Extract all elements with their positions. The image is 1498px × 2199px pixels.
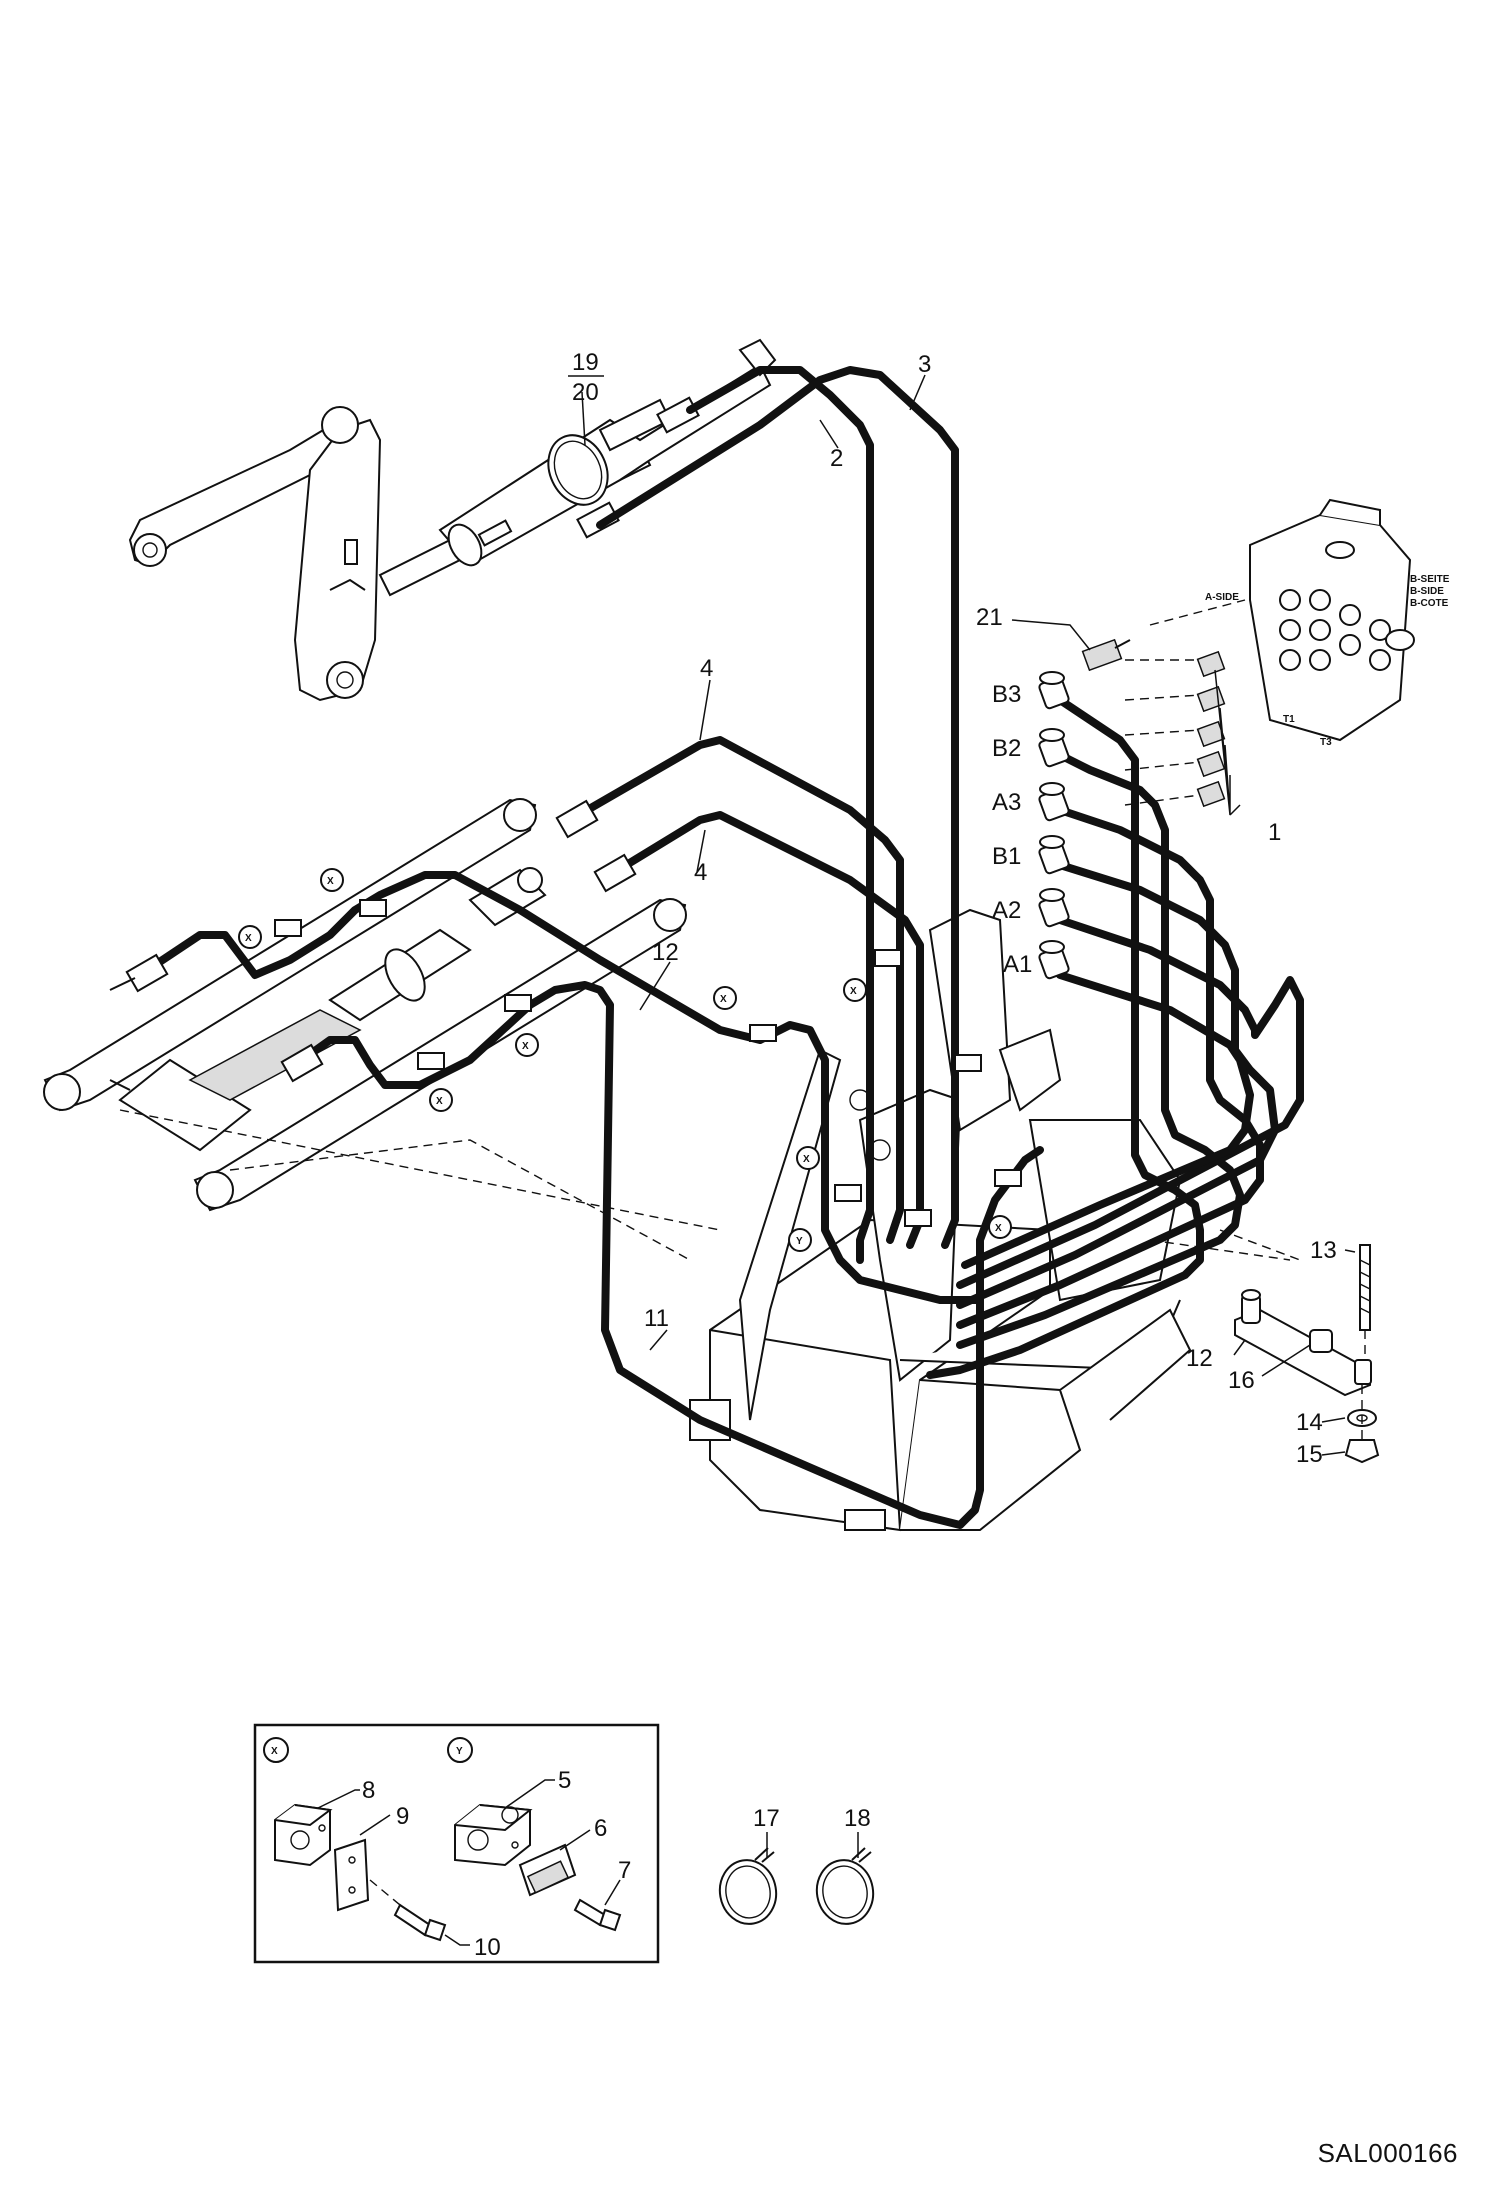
hose-clamps: 17 18 [718, 1805, 875, 1925]
callout-leaders [581, 374, 1356, 1456]
svg-text:Y: Y [456, 1746, 463, 1757]
clamp-x-marker: X [843, 978, 867, 1002]
clamp-y-marker: Y [788, 1228, 812, 1252]
hose-lines [136, 366, 1304, 1529]
svg-text:X: X [271, 1746, 278, 1757]
a-side-label: A-SIDE [1205, 592, 1239, 603]
port-label-a2: A2 [992, 897, 1021, 924]
clamp-detail-inset: X Y 8 [253, 1723, 660, 1964]
callout-4-upper: 4 [700, 655, 713, 682]
clamp-x-marker: X [320, 868, 344, 892]
callout-12-upper: 12 [652, 939, 679, 966]
clamp-x-marker: X [988, 1215, 1012, 1239]
callout-18: 18 [844, 1805, 871, 1832]
callout-19: 19 [572, 349, 599, 376]
callout-7: 7 [618, 1857, 631, 1884]
callout-9: 9 [396, 1803, 409, 1830]
svg-text:X: X [522, 1041, 529, 1052]
control-valve: A-SIDE B-SEITE B-SIDE B-COTE T1 T3 [1124, 498, 1450, 808]
drawing-code: SAL000166 [1317, 2138, 1458, 2168]
t1-label: T1 [1283, 714, 1295, 725]
port-b3 [1038, 671, 1070, 710]
callout-16: 16 [1228, 1367, 1255, 1394]
callout-1: 1 [1268, 819, 1281, 846]
clamp-x-marker: X [713, 986, 737, 1010]
callout-2: 2 [830, 445, 843, 472]
inset-y-marker: Y [447, 1737, 473, 1763]
svg-text:X: X [327, 876, 334, 887]
b-side-label: B-SIDE [1410, 586, 1444, 597]
svg-text:X: X [436, 1096, 443, 1107]
port-a3 [1038, 782, 1070, 822]
b-seite-label: B-SEITE [1410, 574, 1450, 585]
svg-text:X: X [850, 986, 857, 997]
valve-fittings [1196, 650, 1226, 808]
callout-20: 20 [572, 379, 599, 406]
svg-text:X: X [995, 1223, 1002, 1234]
svg-text:X: X [803, 1154, 810, 1165]
port-a1 [1038, 940, 1070, 980]
clamp-markers: X X X X X X X X Y [238, 868, 1022, 1252]
hose-fittings [109, 799, 637, 1083]
callout-6: 6 [594, 1815, 607, 1842]
svg-text:X: X [720, 994, 727, 1005]
valve-spools [1279, 589, 1415, 671]
port-b2 [1038, 728, 1070, 768]
callout-15: 15 [1296, 1441, 1323, 1468]
t3-label: T3 [1320, 737, 1332, 748]
callout-17: 17 [753, 1805, 780, 1832]
callout-4-lower: 4 [694, 859, 707, 886]
callout-13: 13 [1310, 1237, 1337, 1264]
port-a2 [1038, 888, 1070, 928]
port-label-a3: A3 [992, 789, 1021, 816]
port-b1 [1038, 835, 1070, 875]
callout-5: 5 [558, 1767, 571, 1794]
clamp-x-marker: X [796, 1146, 820, 1170]
bracket-assembly [1234, 1244, 1380, 1464]
callout-10: 10 [474, 1934, 501, 1961]
clamp-x-marker: X [429, 1088, 453, 1112]
svg-text:X: X [245, 933, 252, 944]
callout-8: 8 [362, 1777, 375, 1804]
port-fittings [1038, 638, 1131, 980]
callout-14: 14 [1296, 1409, 1323, 1436]
clamp-x-marker: X [238, 925, 262, 949]
inset-x-marker: X [263, 1737, 289, 1763]
b-cote-label: B-COTE [1410, 598, 1449, 609]
port-label-a1: A1 [1003, 951, 1032, 978]
svg-text:Y: Y [796, 1236, 803, 1247]
callout-labels: 19 20 3 2 21 4 4 12 11 1 13 12 16 14 15 … [568, 349, 1337, 1468]
swing-frame [689, 908, 1301, 1532]
callout-3: 3 [918, 351, 931, 378]
port-label-b3: B3 [992, 681, 1021, 708]
clamp-x-marker: X [515, 1033, 539, 1057]
upper-arm-assembly [128, 338, 777, 702]
port-label-b2: B2 [992, 735, 1021, 762]
callout-11: 11 [644, 1305, 669, 1332]
callout-21: 21 [976, 604, 1003, 631]
callout-12-lower: 12 [1186, 1345, 1213, 1372]
port-label-b1: B1 [992, 843, 1021, 870]
